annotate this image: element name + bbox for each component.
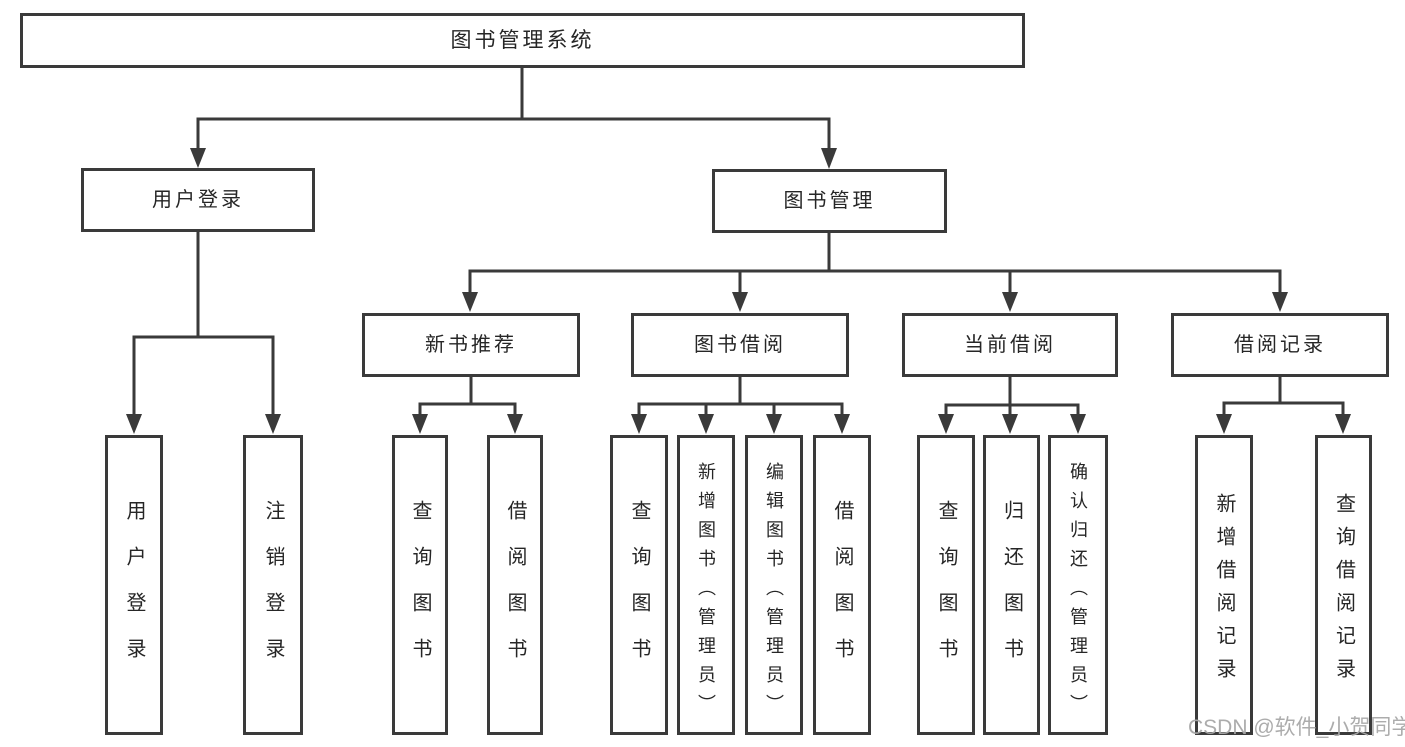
arrow-down-icon: [1002, 292, 1018, 312]
leaf-bb-add-books-admin: 新增图书（管理员）: [677, 435, 735, 735]
leaf-user-login-label: 用户登录: [123, 500, 145, 684]
connector-root-arrows: [190, 148, 837, 169]
connector-new-book-arrows: [412, 414, 523, 434]
leaf-cb-confirm-return-admin: 确认归还（管理员）: [1048, 435, 1108, 735]
leaf-br-query-record: 查询借阅记录: [1315, 435, 1372, 735]
arrow-down-icon: [938, 414, 954, 434]
leaf-bb-add-books-admin-label: 新增图书（管理员）: [696, 461, 716, 723]
node-current-borrow-label: 当前借阅: [964, 334, 1056, 356]
arrow-down-icon: [126, 414, 142, 434]
leaf-cb-return-books: 归还图书: [983, 435, 1040, 735]
connector-borrow-record-arrows: [1216, 414, 1351, 434]
leaf-nb-query-books: 查询图书: [392, 435, 448, 735]
connector-book-mgmt-branch: [468, 233, 1282, 296]
leaf-br-query-record-label: 查询借阅记录: [1332, 493, 1355, 691]
node-book-borrow-label: 图书借阅: [694, 334, 786, 356]
leaf-bb-edit-books-admin: 编辑图书（管理员）: [745, 435, 803, 735]
arrow-down-icon: [507, 414, 523, 434]
arrow-down-icon: [1070, 414, 1086, 434]
leaf-bb-borrow-books: 借阅图书: [813, 435, 871, 735]
connector-current-borrow-arrows: [938, 414, 1086, 434]
node-root-label: 图书管理系统: [450, 29, 595, 52]
connector-user-login-branch: [132, 232, 275, 418]
node-borrow-records-label: 借阅记录: [1234, 334, 1326, 356]
arrow-down-icon: [412, 414, 428, 434]
leaf-bb-borrow-books-label: 借阅图书: [831, 500, 853, 684]
node-borrow-records: 借阅记录: [1171, 313, 1389, 377]
node-book-borrow: 图书借阅: [631, 313, 849, 377]
connector-book-mgmt-arrows: [462, 292, 1288, 312]
leaf-bb-query-books-label: 查询图书: [628, 500, 650, 684]
connector-root-to-level2: [196, 68, 831, 152]
connector-book-borrow-branch: [637, 377, 844, 418]
leaf-cb-query-books-label: 查询图书: [935, 500, 957, 684]
arrow-down-icon: [1272, 292, 1288, 312]
leaf-br-add-record-label: 新增借阅记录: [1213, 493, 1235, 691]
node-user-login: 用户登录: [81, 168, 315, 232]
arrow-down-icon: [1335, 414, 1351, 434]
arrow-down-icon: [190, 148, 206, 168]
leaf-nb-query-books-label: 查询图书: [409, 500, 431, 684]
node-book-management-label: 图书管理: [783, 190, 876, 212]
arrow-down-icon: [766, 414, 782, 434]
connector-current-borrow-branch: [944, 377, 1080, 418]
node-user-login-label: 用户登录: [152, 189, 244, 211]
leaf-nb-borrow-books-label: 借阅图书: [504, 500, 526, 684]
leaf-logout-label: 注销登录: [262, 500, 284, 684]
leaf-bb-query-books: 查询图书: [610, 435, 668, 735]
connector-borrow-record-branch: [1222, 377, 1345, 418]
leaf-cb-return-books-label: 归还图书: [1000, 500, 1023, 684]
leaf-user-login: 用户登录: [105, 435, 163, 735]
connector-new-book-branch: [418, 377, 517, 418]
arrow-down-icon: [834, 414, 850, 434]
arrow-down-icon: [821, 148, 837, 169]
leaf-br-add-record: 新增借阅记录: [1195, 435, 1253, 735]
node-new-book-recommend-label: 新书推荐: [425, 334, 517, 356]
arrow-down-icon: [698, 414, 714, 434]
arrow-down-icon: [1002, 414, 1018, 434]
node-root: 图书管理系统: [20, 13, 1025, 68]
leaf-nb-borrow-books: 借阅图书: [487, 435, 543, 735]
connector-book-borrow-arrows: [631, 414, 850, 434]
leaf-bb-edit-books-admin-label: 编辑图书（管理员）: [764, 461, 784, 723]
connector-user-login-arrows: [126, 414, 281, 434]
leaf-cb-confirm-return-admin-label: 确认归还（管理员）: [1068, 461, 1088, 723]
node-new-book-recommend: 新书推荐: [362, 313, 580, 377]
node-book-management: 图书管理: [712, 169, 947, 233]
node-current-borrow: 当前借阅: [902, 313, 1118, 377]
leaf-cb-query-books: 查询图书: [917, 435, 975, 735]
arrow-down-icon: [462, 292, 478, 312]
arrow-down-icon: [265, 414, 281, 434]
arrow-down-icon: [1216, 414, 1232, 434]
arrow-down-icon: [732, 292, 748, 312]
leaf-logout: 注销登录: [243, 435, 303, 735]
arrow-down-icon: [631, 414, 647, 434]
